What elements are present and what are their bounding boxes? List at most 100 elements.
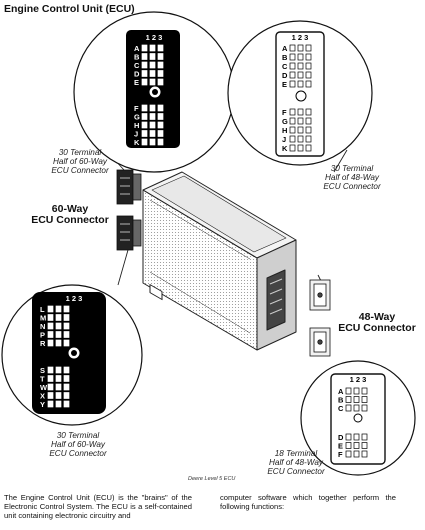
- pin-socket: [47, 375, 54, 382]
- pin-socket: [345, 433, 352, 441]
- pin-socket: [55, 400, 62, 408]
- pin-socket: [149, 130, 156, 137]
- pin-socket: [305, 44, 312, 52]
- pin-socket: [157, 78, 164, 86]
- pin-socket: [289, 53, 296, 61]
- pin-socket: [361, 433, 368, 441]
- pin-socket: [289, 108, 296, 116]
- pin-grid-upper: ABC: [338, 387, 368, 413]
- row-letter: J: [282, 135, 286, 144]
- pin-socket: [305, 71, 312, 79]
- pin-socket: [63, 392, 70, 399]
- pin-socket: [63, 314, 70, 321]
- pin-socket: [149, 78, 156, 86]
- page-title: Engine Control Unit (ECU): [4, 3, 135, 15]
- pin-socket: [157, 70, 164, 77]
- pin-socket: [289, 135, 296, 143]
- pin-socket: [47, 305, 54, 313]
- pin-socket: [149, 113, 156, 120]
- pin-socket: [297, 62, 304, 70]
- pin-socket: [55, 375, 62, 382]
- 48-way-connector-plug-upper: [309, 279, 331, 311]
- pin-socket: [47, 366, 54, 374]
- pin-grid-lower: DEF: [338, 433, 368, 459]
- pin-socket: [345, 404, 352, 412]
- pin-socket: [55, 322, 62, 330]
- row-letter: B: [134, 53, 140, 62]
- pin-socket: [289, 144, 296, 152]
- pin-socket: [63, 322, 70, 330]
- pin-socket: [63, 331, 70, 338]
- pin-socket: [141, 130, 148, 137]
- row-letter: R: [40, 339, 46, 348]
- connector-detail-bottom-right: 1 2 3 ABC DEF: [300, 360, 416, 476]
- pin-socket: [345, 396, 352, 403]
- pin-socket: [297, 44, 304, 52]
- row-letter: M: [40, 314, 46, 323]
- row-letter: F: [134, 104, 139, 113]
- pin-socket: [289, 44, 296, 52]
- pin-socket: [47, 392, 54, 399]
- pin-socket: [297, 80, 304, 88]
- row-letter: K: [134, 138, 140, 147]
- body-text-left: The Engine Control Unit (ECU) is the "br…: [4, 493, 192, 520]
- pin-socket: [63, 366, 70, 374]
- row-letter: K: [282, 144, 288, 153]
- pin-socket: [149, 53, 156, 60]
- row-letter: W: [40, 383, 48, 392]
- 48-way-connector-plug-lower: [309, 327, 331, 357]
- pin-socket: [47, 331, 54, 338]
- pin-socket: [305, 62, 312, 70]
- pin-socket: [297, 108, 304, 116]
- pin-socket: [157, 61, 164, 69]
- pin-socket: [55, 383, 62, 391]
- pin-socket: [297, 53, 304, 61]
- pin-socket: [141, 70, 148, 77]
- pin-socket: [305, 126, 312, 134]
- pin-socket: [63, 339, 70, 347]
- pin-socket: [353, 396, 360, 403]
- pin-socket: [47, 339, 54, 347]
- pin-number-header: 1 2 3: [350, 375, 367, 384]
- pin-socket: [361, 404, 368, 412]
- pin-socket: [305, 80, 312, 88]
- pin-socket: [47, 400, 54, 408]
- row-letter: E: [282, 80, 287, 89]
- row-letter: A: [134, 44, 140, 53]
- pin-socket: [289, 62, 296, 70]
- row-letter: L: [40, 305, 45, 314]
- pin-socket: [141, 104, 148, 112]
- pin-socket: [361, 450, 368, 458]
- pin-socket: [361, 387, 368, 395]
- pin-socket: [345, 450, 352, 458]
- pin-socket: [149, 44, 156, 52]
- pin-socket: [63, 305, 70, 313]
- pin-socket: [361, 442, 368, 449]
- pin-socket: [149, 121, 156, 129]
- row-letter: G: [134, 113, 140, 122]
- row-letter: B: [338, 396, 344, 405]
- pin-socket: [63, 383, 70, 391]
- pin-socket: [47, 383, 54, 391]
- row-letter: D: [282, 71, 288, 80]
- row-letter: E: [134, 78, 139, 87]
- row-letter: P: [40, 331, 45, 340]
- pin-socket: [55, 392, 62, 399]
- row-letter: C: [282, 62, 288, 71]
- pin-socket: [297, 135, 304, 143]
- row-letter: F: [338, 450, 343, 459]
- pin-socket: [157, 113, 164, 120]
- row-letter: C: [134, 61, 140, 70]
